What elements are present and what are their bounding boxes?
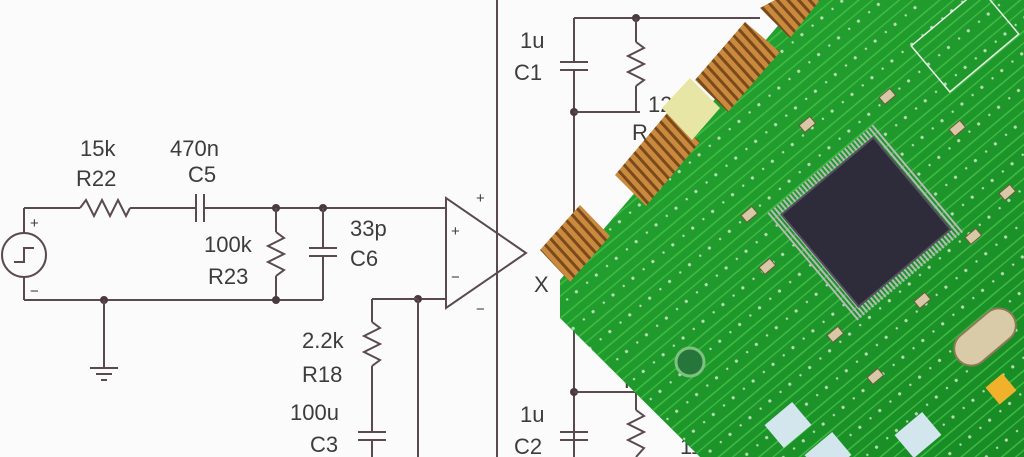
opamp-minus-input: − (451, 269, 460, 286)
qfp-chip (767, 123, 965, 321)
c5-ref: C5 (188, 162, 216, 187)
c3-ref: C3 (310, 432, 338, 457)
r18-ref: R18 (302, 362, 342, 387)
opamp-minus-rail: − (476, 301, 485, 318)
edge-connector-contacts-4 (760, 0, 820, 38)
resistor-r23 (265, 231, 287, 277)
connector-key (662, 78, 720, 140)
pad-1 (764, 401, 812, 449)
source-plus-label: + (30, 215, 39, 232)
r23-value: 100k (204, 232, 253, 257)
c6-ref: C6 (350, 246, 378, 271)
edge-connector-contacts-3 (695, 22, 780, 112)
crystal-oscillator (953, 307, 1017, 367)
r22-ref: R22 (76, 166, 116, 191)
c1-ref: C1 (514, 60, 542, 85)
c3-value: 100u (290, 400, 339, 425)
c6-value: 33p (350, 216, 387, 241)
resistor-r22 (79, 197, 131, 219)
partial-label-r: R (632, 120, 648, 145)
pad-3 (894, 411, 942, 457)
r23-ref: R23 (208, 264, 248, 289)
capacitor-c5 (195, 194, 205, 222)
c1-value: 1u (520, 28, 544, 53)
c5-value: 470n (170, 136, 219, 161)
opamp-symbol: + − + − X (445, 190, 549, 318)
ground-symbol (90, 300, 118, 381)
pad-2 (804, 431, 852, 457)
r18-value: 2.2k (302, 328, 345, 353)
source-minus-label: − (30, 283, 39, 300)
pcb-board (540, 0, 1024, 457)
resistor-r18 (361, 321, 383, 367)
opamp-plus-input: + (451, 223, 460, 240)
edge-connector-contacts-2 (615, 112, 700, 206)
mounting-hole (674, 346, 706, 378)
c2-value: 1u (520, 402, 544, 427)
edge-connector-contacts-1 (540, 205, 610, 282)
r22-value: 15k (80, 136, 116, 161)
yellow-component (985, 373, 1017, 405)
smd-components (740, 87, 1017, 386)
c2-ref: C2 (514, 434, 542, 457)
opamp-output-label: X (534, 272, 549, 297)
voltage-source: + − (1, 208, 47, 300)
silkscreen-outline (910, 0, 1020, 93)
opamp-plus-rail: + (476, 190, 485, 207)
